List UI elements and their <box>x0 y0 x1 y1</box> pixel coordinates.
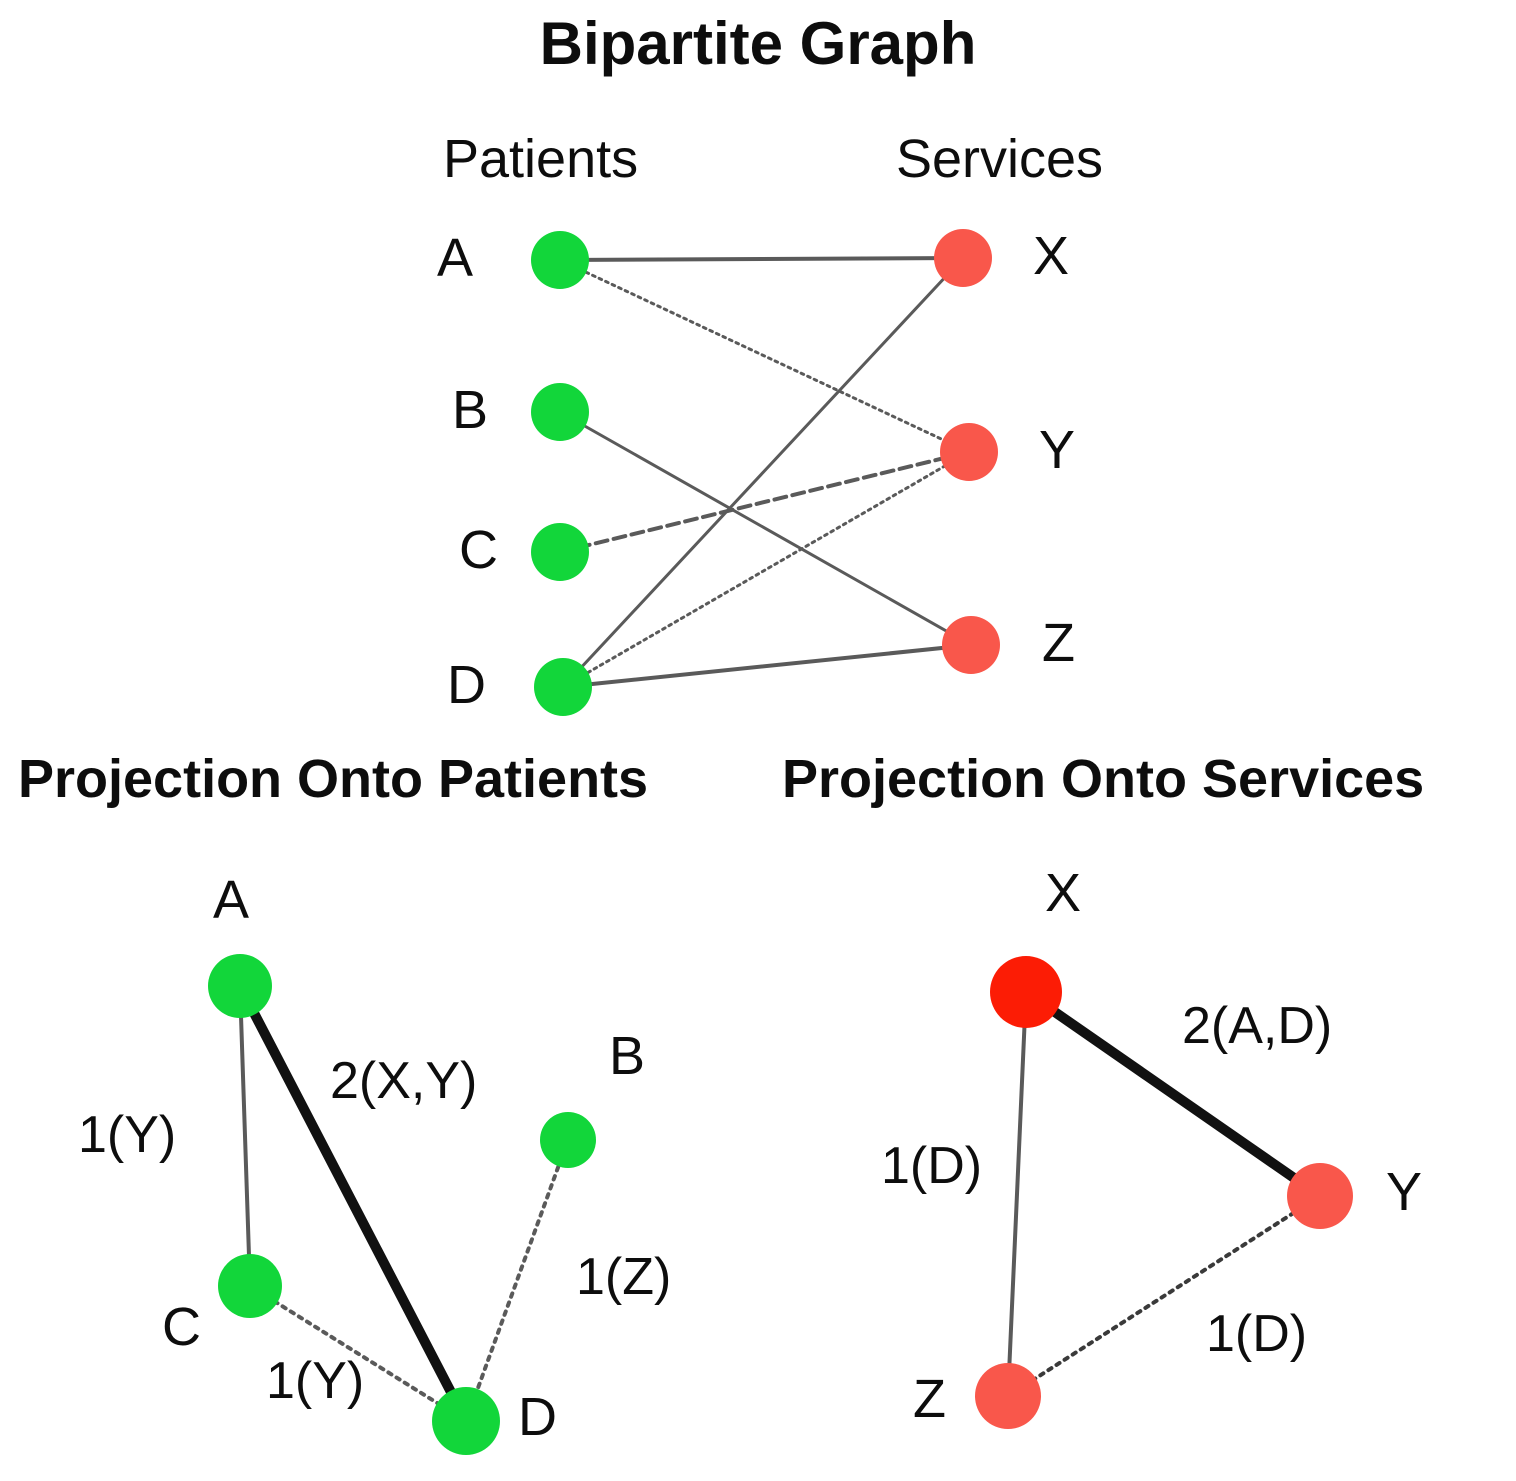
bipartite-patient-label-B: B <box>452 380 489 440</box>
projection-patients-edge-A-C <box>238 984 252 1288</box>
projection-patients-edge-C-D <box>248 1284 468 1423</box>
projection-patients-node-label-A: A <box>213 870 250 930</box>
projection-services-node-label-Z: Z <box>913 1369 946 1429</box>
bipartite-patient-node-A[interactable] <box>531 231 589 289</box>
projection-patients-node-label-C: C <box>162 1297 201 1357</box>
projection-patients-title: Projection Onto Patients <box>18 749 649 809</box>
bipartite-edge-D-Y <box>561 450 971 689</box>
bipartite-edge-A-X <box>558 256 965 262</box>
projection-patients-node-B[interactable] <box>540 1112 596 1168</box>
bipartite-service-label-X: X <box>1033 226 1070 286</box>
bipartite-patient-label-A: A <box>437 228 474 288</box>
projection-services-node-label-X: X <box>1045 863 1082 923</box>
bipartite-service-node-X[interactable] <box>934 229 992 287</box>
projection-patients-edge-label-C-D: 1(Y) <box>266 1352 365 1410</box>
bipartite-edge-B-Z <box>558 410 973 647</box>
projection-services-edge-label-Z-Y: 1(D) <box>1206 1305 1308 1363</box>
projection-services-node-label-Y: Y <box>1386 1162 1423 1222</box>
projection-services-title: Projection Onto Services <box>782 749 1425 809</box>
projection-patients-edge-label-A-C: 1(Y) <box>78 1106 177 1164</box>
projection-services-edge-label-X-Z: 1(D) <box>881 1137 983 1195</box>
projection-services-edge-label-X-Y: 2(A,D) <box>1182 997 1333 1055</box>
projection-services-edge-Z-Y <box>1006 1194 1322 1398</box>
projection-patients-edge-A-D <box>235 981 471 1426</box>
bipartite-service-node-Y[interactable] <box>940 423 998 481</box>
bipartite-patient-label-C: C <box>459 520 498 580</box>
projection-services-edge-X-Y <box>1021 987 1325 1201</box>
projection-patients-edge-B-D <box>464 1138 570 1423</box>
projection-services-edge-X-Z <box>1006 990 1028 1398</box>
projection-patients-edge-label-A-D: 2(X,Y) <box>330 1052 478 1110</box>
projection-patients-node-D[interactable] <box>432 1387 500 1455</box>
bipartite-patient-node-D[interactable] <box>534 658 592 716</box>
projection-services-node-Y[interactable] <box>1287 1163 1353 1229</box>
bipartite-edge-A-Y <box>558 258 971 454</box>
bipartite-service-label-Y: Y <box>1039 420 1076 480</box>
projection-patients-edge-label-B-D: 1(Z) <box>576 1248 672 1306</box>
projection-patients-node-label-B: B <box>609 1026 646 1086</box>
figure-title: Bipartite Graph <box>539 10 977 77</box>
bipartite-header-patients: Patients <box>443 129 639 189</box>
projection-patients-node-C[interactable] <box>218 1254 282 1318</box>
projection-patients-node-label-D: D <box>518 1387 557 1447</box>
bipartite-patient-node-B[interactable] <box>531 383 589 441</box>
projection-patients-node-A[interactable] <box>208 954 272 1018</box>
projection-services-node-X[interactable] <box>990 956 1062 1028</box>
bipartite-edge-D-X <box>561 256 965 689</box>
projection-services-node-Z[interactable] <box>975 1363 1041 1429</box>
bipartite-service-node-Z[interactable] <box>942 616 1000 674</box>
bipartite-patient-node-C[interactable] <box>531 523 589 581</box>
bipartite-header-services: Services <box>896 129 1104 189</box>
bipartite-patient-label-D: D <box>447 655 486 715</box>
bipartite-service-label-Z: Z <box>1042 613 1075 673</box>
bipartite-edge-D-Z <box>561 643 973 689</box>
bipartite-edge-C-Y <box>558 450 971 554</box>
